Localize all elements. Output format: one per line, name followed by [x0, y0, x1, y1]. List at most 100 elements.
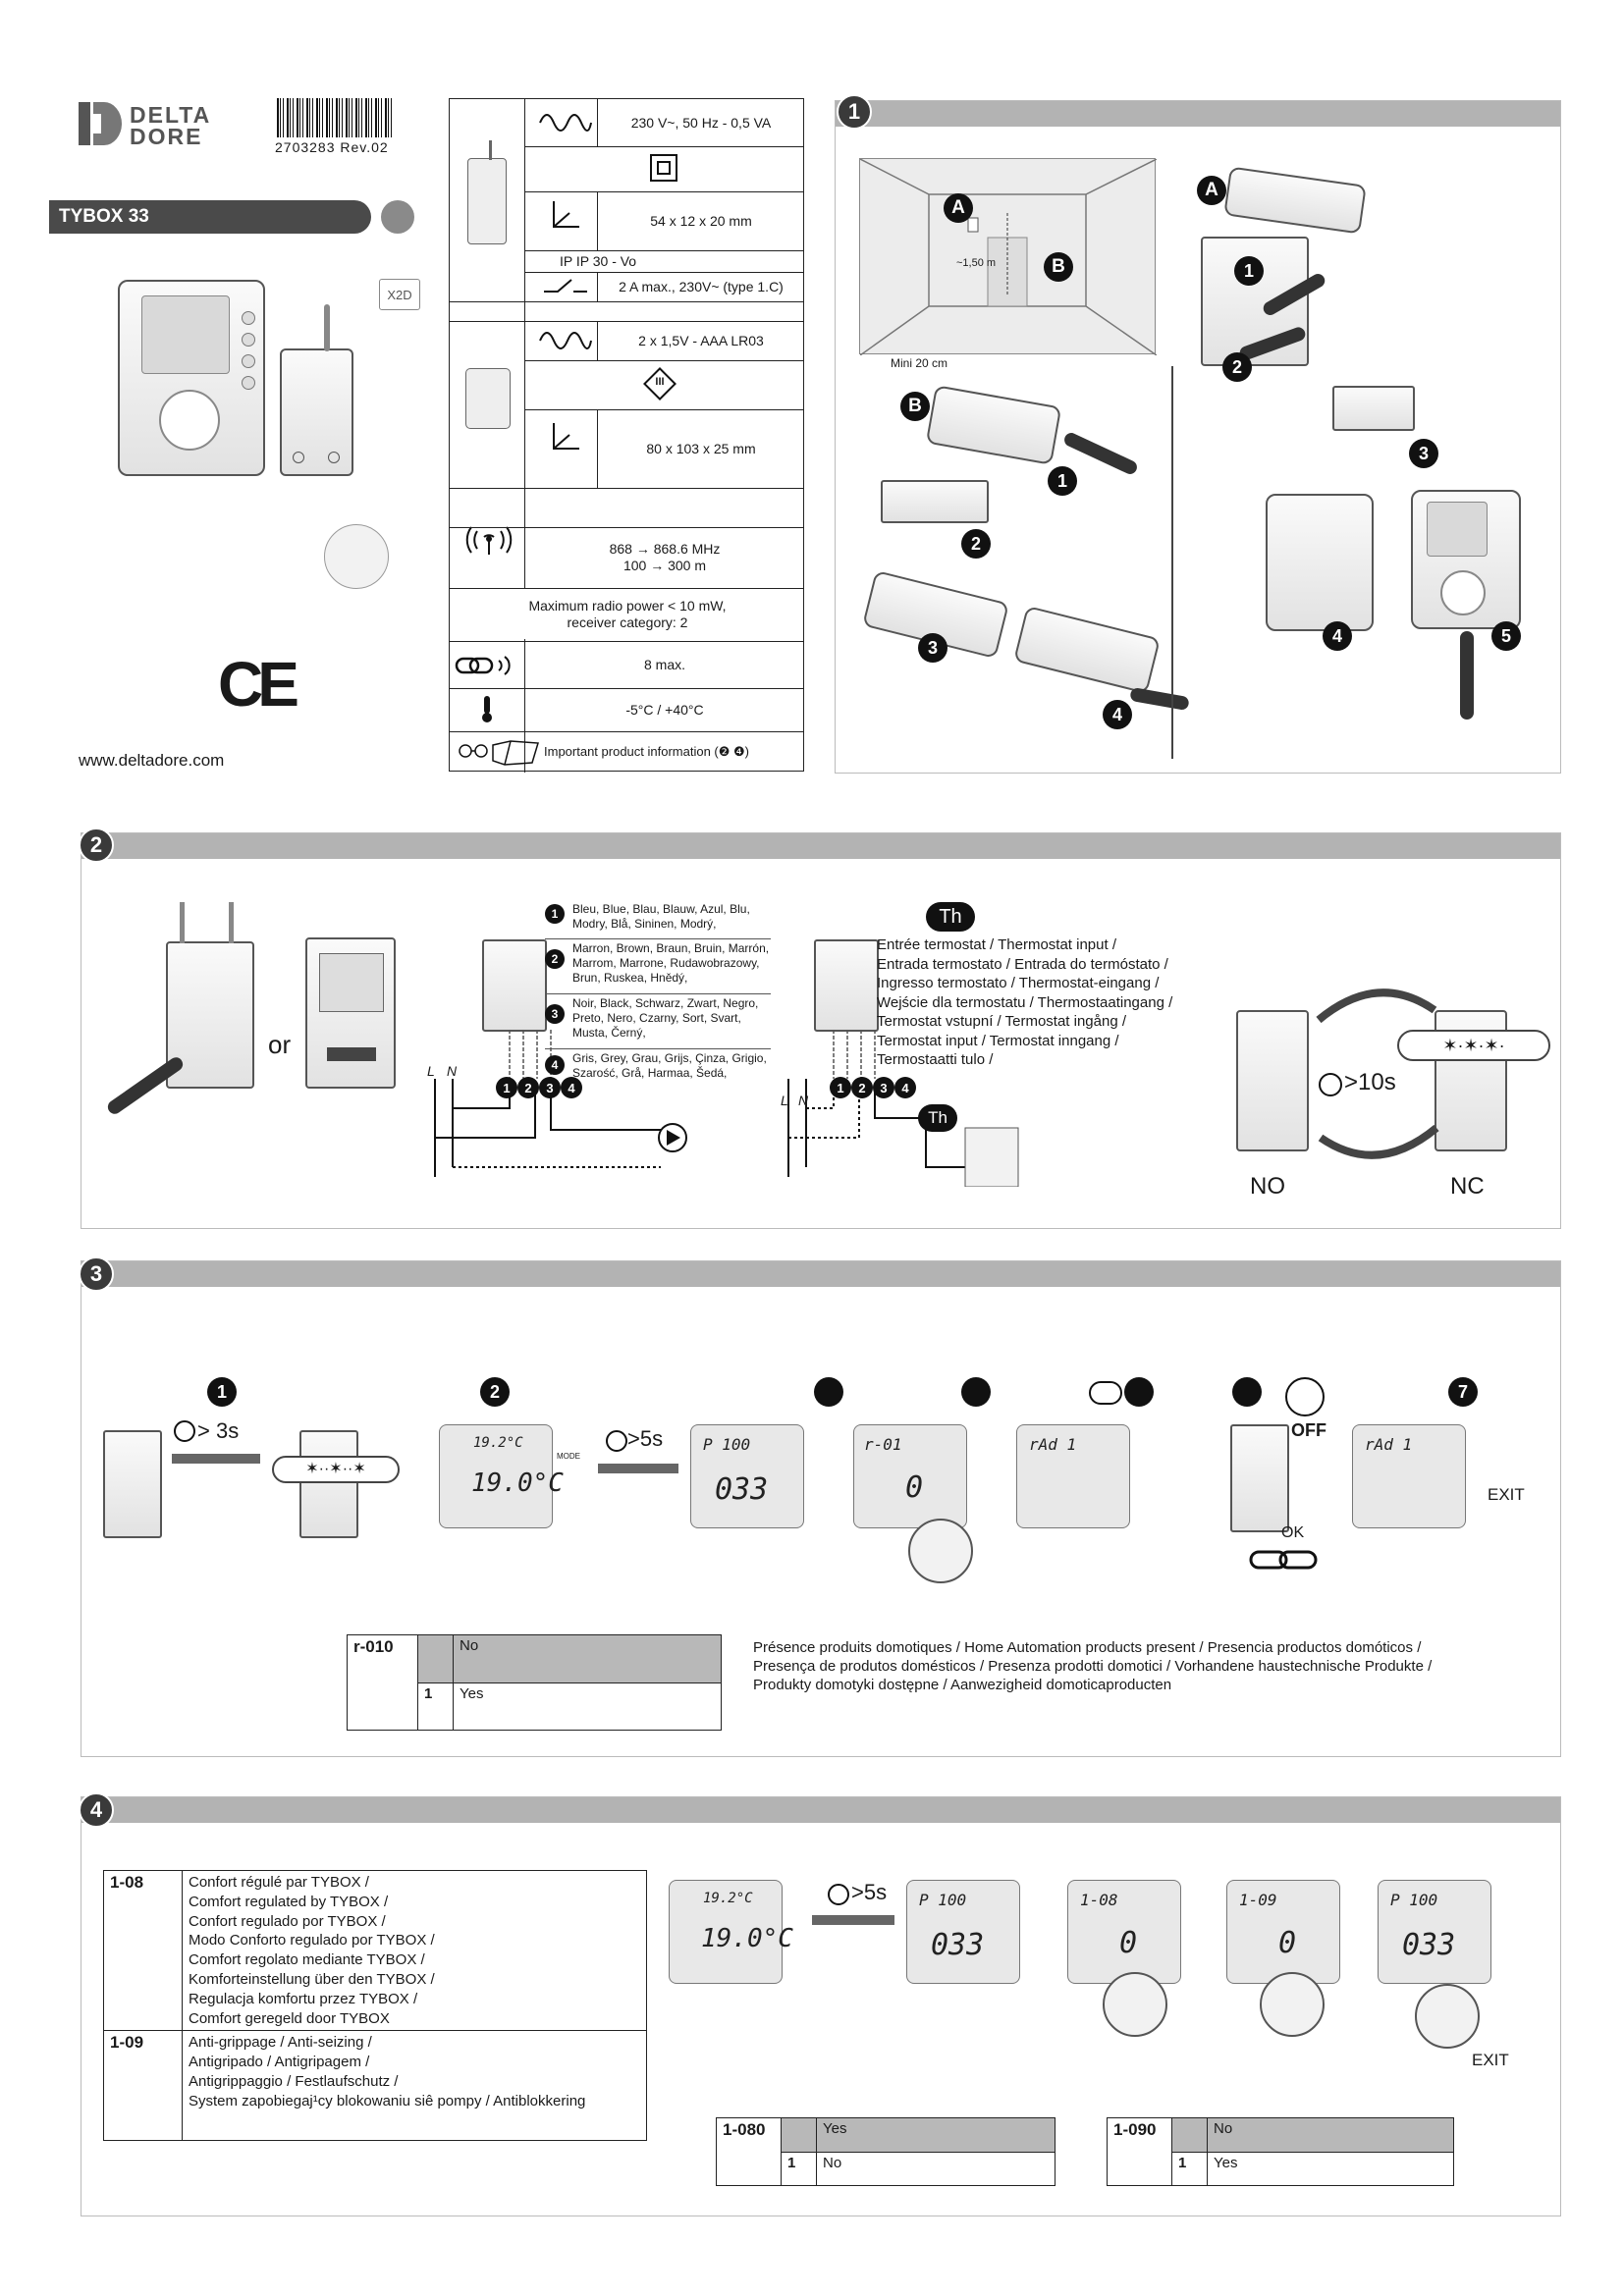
wire-color-text: Noir, Black, Schwarz, Zwart, Negro, Pret… [572, 996, 759, 1040]
lcd-p100-text: P 100 [919, 1891, 967, 1909]
nc-label: NC [1450, 1173, 1485, 1200]
relay-contact-icon [544, 279, 587, 293]
a-step-2: 2 [1222, 352, 1252, 382]
table-1080-value-1 [781, 2117, 817, 2153]
read-manual-icon [459, 740, 539, 766]
receiver-step1-b [299, 1430, 358, 1538]
radio-signal-icon [465, 526, 513, 555]
wire-color-item: 3 Noir, Black, Schwarz, Zwart, Negro, Pr… [545, 994, 771, 1049]
step-badge [1232, 1377, 1262, 1407]
param-text: Anti-grippage / Anti-seizing / Antigripa… [182, 2030, 647, 2142]
thermometer-icon [482, 696, 492, 722]
spec-table: 230 V~, 50 Hz - 0,5 VA 54 x 12 x 20 mm I… [449, 98, 804, 773]
thermostat-mounted [1411, 490, 1521, 629]
thermostat-screen [141, 295, 230, 374]
mode-label: MODE [557, 1452, 580, 1461]
dimensions-icon [553, 423, 579, 450]
thermostat-input-text: Entrée termostat / Thermostat input / En… [877, 936, 1173, 1068]
receiver-antenna [324, 304, 330, 351]
thermostat-device [118, 280, 265, 476]
dimensions-icon [553, 201, 579, 228]
line-n-label: N [798, 1093, 809, 1108]
b-step-1: 1 [1048, 466, 1077, 496]
barcode-bar [302, 98, 303, 137]
terminal-2: 2 [517, 1077, 539, 1098]
wire-color-text: Marron, Brown, Braun, Bruin, Marrón, Mar… [572, 941, 770, 985]
barcode-bar [326, 98, 328, 137]
exit-label: EXIT [1488, 1485, 1525, 1504]
barcode-bar [297, 98, 298, 137]
x2d-badge: X2D [379, 279, 420, 310]
receiver-antenna-small [489, 140, 492, 160]
website: www.deltadore.com [79, 751, 225, 770]
r010-text-2: Yes [453, 1682, 722, 1731]
room-label-a: A [944, 193, 973, 223]
ce-mark: CE [218, 649, 299, 720]
section-3: 1 > 3s ✶··✶··✶ 2 19.2°C 19.0°C MODE >5s … [81, 1260, 1561, 1757]
receiver-step1 [103, 1430, 162, 1538]
screwdriver-icon [1061, 430, 1140, 477]
min-distance-label: Mini 20 cm [891, 356, 948, 370]
line-n-label: N [447, 1063, 458, 1079]
terminal-4: 4 [894, 1077, 916, 1098]
table-1090-value-1 [1171, 2117, 1208, 2153]
barcode-bar [355, 98, 357, 137]
table-1080: 1-080 Yes 1 No [716, 2117, 1056, 2186]
lcd-033-text: 033 [931, 1928, 985, 1962]
receiver-image [467, 158, 507, 244]
toggle-arrows [1316, 988, 1439, 1159]
delta-dore-logo-mark-icon [79, 102, 122, 145]
step-badge [1124, 1377, 1154, 1407]
wire-color-list: 1 Bleu, Blue, Blau, Blauw, Azul, Blu, Mo… [545, 900, 771, 1089]
radio-power-text: Maximum radio power < 10 mW, receiver ca… [528, 598, 727, 630]
lcd-temp-big: 19.0°C [471, 1468, 564, 1498]
link-association-icon [1249, 1550, 1318, 1570]
param-text: Confort régulé par TYBOX / Comfort regul… [182, 1869, 647, 2032]
th-badge: Th [926, 902, 975, 932]
room-label-b: B [1044, 252, 1073, 282]
clock-icon [1319, 1073, 1342, 1096]
terminal-3: 3 [873, 1077, 894, 1098]
lcd-033-text: 033 [1402, 1928, 1456, 1962]
table-1080-value-2: 1 [781, 2151, 817, 2186]
terminal-1: 1 [830, 1077, 851, 1098]
r010-code: r-010 [347, 1634, 418, 1731]
terminal-1: 1 [496, 1077, 517, 1098]
barcode-bar [312, 98, 313, 137]
step-2-timer: >5s [627, 1426, 664, 1451]
wire-number: 3 [545, 1004, 565, 1024]
lcd-033-text: 033 [715, 1472, 769, 1507]
receiver-no [1236, 1010, 1309, 1151]
barcode-bar [277, 98, 279, 137]
class-ii-icon [650, 154, 677, 182]
barcode-bar [378, 98, 379, 137]
room-illustration: ~1,50 m [859, 158, 1158, 356]
b-step-2: 2 [961, 529, 991, 559]
lcd-p100-4b: P 100 033 [1378, 1880, 1491, 1984]
receiver-contact-text: 2 A max., 230V~ (type 1.C) [619, 278, 784, 294]
section-1: ~1,50 m A B Mini 20 cm A B 1 2 3 4 5 1 2… [835, 100, 1561, 774]
link-association-icon [455, 656, 511, 675]
barcode-bar [299, 98, 300, 137]
table-1090-text-1: No [1207, 2117, 1454, 2153]
product-title: TYBOX 33 [59, 206, 149, 227]
section-4: 1-08 Confort régulé par TYBOX / Comfort … [81, 1796, 1561, 2216]
arrow-icon [172, 1454, 260, 1464]
barcode-bar [336, 98, 338, 137]
barcode-bar [388, 98, 389, 137]
wire-number: 1 [545, 904, 565, 924]
associations-text: 8 max. [643, 656, 685, 672]
thermostat-button [242, 376, 255, 390]
wire-color-text: Bleu, Blue, Blau, Blauw, Azul, Blu, Modr… [572, 902, 750, 931]
compliance-badge-icon [324, 524, 389, 589]
temperature-range-text: -5°C / +40°C [625, 701, 704, 718]
a-step-1: 1 [1234, 256, 1264, 286]
receiver-open [305, 937, 396, 1089]
table-1080-code: 1-080 [716, 2117, 782, 2186]
receiver-wiring-1 [482, 939, 547, 1032]
dial-hand-icon [1415, 1984, 1480, 2049]
thermostat-image-small [465, 368, 511, 429]
clock-icon [828, 1884, 849, 1905]
barcode-bar [306, 98, 308, 137]
off-label: OFF [1291, 1420, 1326, 1440]
